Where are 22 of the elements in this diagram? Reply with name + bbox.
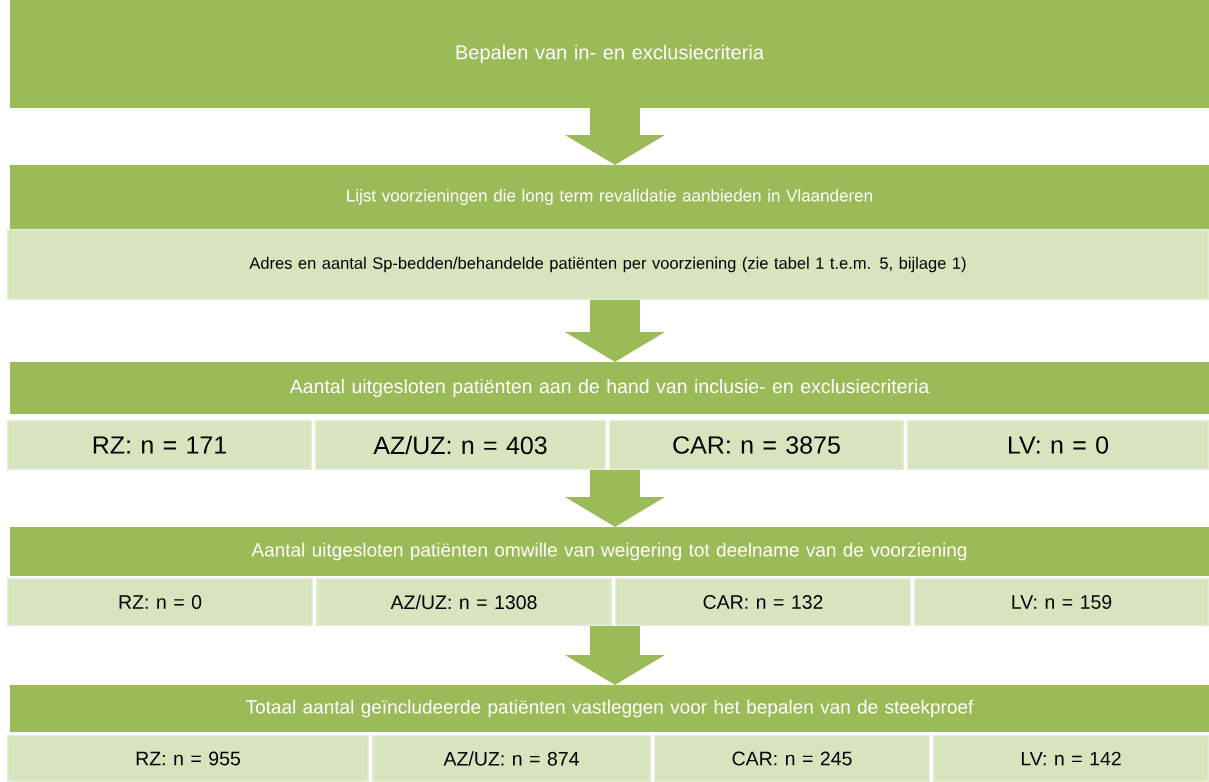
count-cell: AZ/UZ: n = 1308: [316, 578, 612, 626]
count-cell: RZ: n = 955: [7, 735, 369, 782]
count-cell: CAR: n = 3875: [609, 420, 904, 470]
count-cell: RZ: n = 0: [7, 578, 313, 626]
arrow: [565, 626, 665, 685]
count-cell: AZ/UZ: n = 403: [315, 420, 606, 470]
count-cell: AZ/UZ: n = 874: [372, 735, 651, 782]
step-box: Bepalen van in- en exclusiecriteria: [10, 0, 1209, 108]
step-box: Aantal uitgesloten patiënten omwille van weigering tot deelname van de voorziening: [10, 527, 1209, 576]
arrow: [565, 470, 665, 527]
count-cell: LV: n = 159: [914, 578, 1209, 626]
arrow: [565, 108, 665, 165]
count-cell: LV: n = 0: [907, 420, 1209, 470]
arrow: [565, 300, 665, 362]
count-cell: RZ: n = 171: [7, 420, 312, 470]
step-box: Totaal aantal geïncludeerde patiënten vastleggen voor het bepalen van de steekproef: [10, 685, 1209, 732]
step-box: Aantal uitgesloten patiënten aan de hand van inclusie- en exclusiecriteria: [10, 362, 1209, 414]
step-box: Lijst voorzieningen die long term revalidatie aanbieden in Vlaanderen: [10, 165, 1209, 229]
count-cell: CAR: n = 132: [615, 578, 911, 626]
count-cell: LV: n = 142: [933, 735, 1209, 782]
count-cell: Adres en aantal Sp-bedden/behandelde patiënten per voorziening (zie tabel 1 t.e.m. 5, bijlage 1): [7, 229, 1209, 300]
count-cell: CAR: n = 245: [654, 735, 930, 782]
